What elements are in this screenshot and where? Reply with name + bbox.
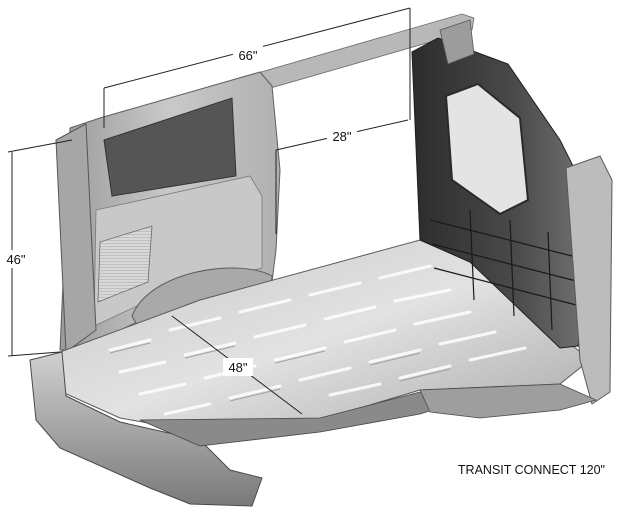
dimension-length-top: 66": [103, 7, 411, 128]
dimension-28-label: 28": [332, 129, 351, 144]
floor-ribs: [108, 264, 527, 416]
rear-bumper: [29, 351, 263, 507]
dimension-46-label: 46": [6, 252, 25, 267]
right-side-frame: [565, 155, 613, 405]
front-pillar: [439, 19, 475, 65]
dimension-66-label: 66": [238, 48, 257, 63]
left-wall-upper-recess: [103, 97, 237, 197]
dimension-48-label: 48": [228, 360, 247, 375]
figure-caption: TRANSIT CONNECT 120": [458, 463, 605, 477]
underbody-right: [419, 383, 598, 419]
bulkhead-ribs: [429, 209, 581, 331]
bulkhead-window: [444, 82, 530, 216]
dimension-height: 46": [3, 139, 73, 357]
side-vent-grille: [97, 225, 153, 303]
dimension-width-between: 28": [275, 119, 409, 234]
floor-rib-shadows: [109, 342, 451, 402]
left-rear-pillar: [55, 123, 97, 353]
dimension-floor-width: 48": [171, 315, 303, 415]
